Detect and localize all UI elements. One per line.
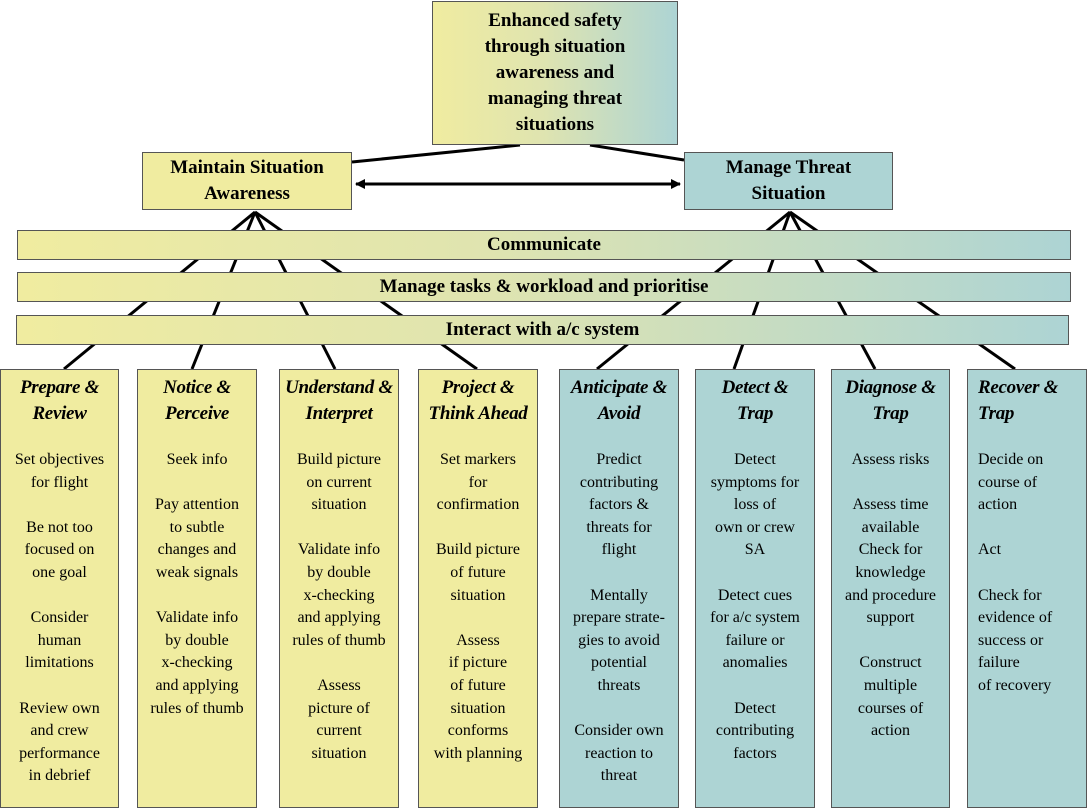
manage-threat-situation-box: Manage Threat Situation [684, 152, 893, 210]
column-item: Build picture on current situation [297, 451, 381, 514]
goal-to-maintain-line [351, 143, 521, 164]
column-diagnose-trap: Diagnose & Trap Assess risks Assess time… [831, 369, 950, 808]
column-item: Validate info by double x-checking and a… [150, 609, 244, 717]
column-item: Detect contributing factors [715, 699, 795, 762]
column-item: Pay attention to subtle changes and weak… [155, 496, 239, 581]
column-title: Project & Think Ahead [428, 377, 528, 424]
column-project-think-ahead: Project & Think Ahead Set markers for co… [418, 369, 538, 808]
column-item: Assess picture of current situation [308, 676, 370, 762]
maintain-text: Maintain Situation Awareness [170, 157, 324, 204]
communicate-label: Communicate [487, 234, 601, 255]
column-item: Review own and crew performance in debri… [19, 699, 100, 785]
column-item: Decide on course of action [978, 451, 1044, 514]
column-detect-trap: Detect & Trap Detect symptoms for loss o… [695, 369, 815, 808]
column-item: Build picture of future situation [436, 541, 520, 604]
column-title: Understand & Interpret [285, 377, 393, 424]
column-title: Diagnose & Trap [845, 377, 936, 424]
interact-system-band: Interact with a/c system [16, 315, 1069, 345]
column-item: Mentally prepare strate- gies to avoid p… [573, 586, 665, 694]
manage-tasks-band: Manage tasks & workload and prioritise [17, 272, 1071, 302]
column-understand-interpret: Understand & Interpret Build picture on … [279, 369, 399, 808]
column-recover-trap: Recover & Trap Decide on course of actio… [967, 369, 1087, 808]
column-item: Validate info by double x-checking and a… [292, 541, 386, 649]
column-title: Detect & Trap [721, 377, 789, 424]
column-title: Prepare & Review [19, 377, 100, 424]
column-item: Check for evidence of success or failure… [978, 586, 1053, 694]
column-item: Predict contributing factors & threats f… [579, 451, 659, 559]
manage-text: Manage Threat Situation [725, 157, 852, 204]
column-item: Set markers for confirmation [436, 451, 520, 514]
column-item: Detect cues for a/c system failure or an… [710, 586, 800, 672]
goal-box: Enhanced safety through situation awaren… [432, 1, 678, 145]
column-item: Assess time available Check for knowledg… [844, 496, 937, 627]
interact-label: Interact with a/c system [445, 319, 640, 340]
communicate-band: Communicate [17, 230, 1071, 260]
column-item: Be not too focused on one goal [24, 518, 95, 581]
column-title: Anticipate & Avoid [570, 377, 668, 424]
column-item: Act [978, 541, 1002, 559]
column-anticipate-avoid: Anticipate & Avoid Predict contributing … [559, 369, 679, 808]
column-item: Consider human limitations [25, 609, 94, 672]
column-title: Notice & Perceive [163, 377, 231, 424]
column-item: Assess risks [851, 451, 930, 468]
column-item: Consider own reaction to threat [574, 722, 664, 785]
column-item: Set objectives for flight [14, 451, 105, 491]
column-item: Detect symptoms for loss of own or crew … [710, 451, 800, 559]
column-item: Assess if picture of future situation co… [433, 631, 523, 762]
column-notice-perceive: Notice & Perceive Seek info Pay attentio… [137, 369, 257, 808]
manage-tasks-label: Manage tasks & workload and prioritise [379, 276, 709, 297]
column-title: Recover & Trap [978, 377, 1059, 424]
column-prepare-review: Prepare & Review Set objectives for flig… [0, 369, 119, 808]
goal-text: Enhanced safety through situation awaren… [484, 10, 626, 135]
goal-to-manage-line [589, 143, 685, 162]
column-item: Seek info [166, 451, 228, 468]
column-item: Construct multiple courses of action [857, 654, 924, 740]
maintain-situation-awareness-box: Maintain Situation Awareness [142, 152, 352, 210]
